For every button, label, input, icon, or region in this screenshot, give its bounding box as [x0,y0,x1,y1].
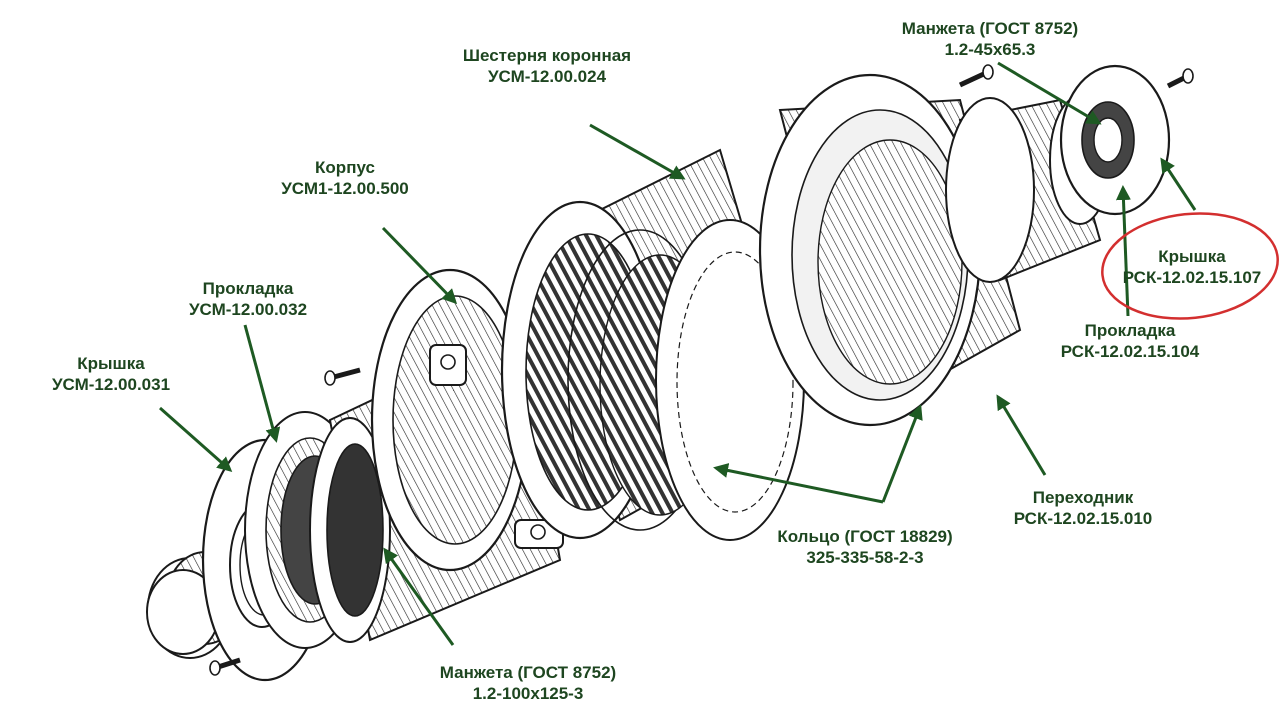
label-seal-bottom-code: 1.2-100х125-3 [472,684,584,703]
arrow-gasket-right [1115,185,1131,317]
arrow-crown-gear [589,123,686,180]
label-adapter: Переходник РСК-12.02.15.010 [998,487,1168,529]
label-adapter-name: Переходник [1032,488,1134,507]
leader-arrows [159,61,1197,646]
label-housing-name: Корпус [315,158,375,177]
label-housing: Корпус УСМ1-12.00.500 [260,157,430,199]
label-cover-left-code: УСМ-12.00.031 [51,375,171,394]
label-crown-gear-code: УСМ-12.00.024 [487,67,607,86]
adapter-part [758,73,1022,427]
label-ring-code: 325-335-58-2-3 [806,548,924,567]
label-crown-gear: Шестерня коронная УСМ-12.00.024 [452,45,642,87]
label-gasket-left: Прокладка УСМ-12.00.032 [168,278,328,320]
label-gasket-left-code: УСМ-12.00.032 [188,300,308,319]
label-seal-bottom-name: Манжета (ГОСТ 8752) [439,663,617,682]
arrow-seal-top [997,61,1102,125]
label-ring-name: Кольцо (ГОСТ 18829) [777,527,953,546]
label-cover-left-name: Крышка [77,354,145,373]
bolt-left [324,367,361,386]
label-gasket-right-name: Прокладка [1084,321,1176,340]
arrow-ring-2 [881,404,923,503]
bolt-top-right [1166,68,1194,89]
arrow-gasket-left [243,324,281,443]
arrow-adapter [996,394,1047,476]
label-cover-right: Крышка РСК-12.02.15.107 [1108,246,1276,288]
label-cover-left: Крышка УСМ-12.00.031 [36,353,186,395]
label-housing-code: УСМ1-12.00.500 [281,179,409,198]
label-crown-gear-name: Шестерня коронная [462,46,632,65]
arrow-seal-bottom [383,547,455,646]
label-seal-top-name: Манжета (ГОСТ 8752) [901,19,1079,38]
label-gasket-right-code: РСК-12.02.15.104 [1060,342,1200,361]
arrow-cover-right [1160,157,1197,211]
arrow-ring-1 [713,463,884,504]
label-ring: Кольцо (ГОСТ 18829) 325-335-58-2-3 [760,526,970,568]
right-cover-part [1059,64,1171,216]
arrow-cover-left [159,406,233,472]
label-gasket-left-name: Прокладка [202,279,294,298]
label-seal-top: Манжета (ГОСТ 8752) 1.2-45х65.3 [880,18,1100,60]
label-seal-top-code: 1.2-45х65.3 [944,40,1036,59]
label-seal-bottom: Манжета (ГОСТ 8752) 1.2-100х125-3 [418,662,638,704]
label-adapter-code: РСК-12.02.15.010 [1013,509,1153,528]
bolt-bottom [209,657,241,676]
arrow-housing [381,226,458,305]
crown-gear-part [500,148,805,541]
bolt-top [958,64,994,88]
label-cover-right-code: РСК-12.02.15.107 [1122,268,1262,287]
label-cover-right-name: Крышка [1158,247,1226,266]
label-gasket-right: Прокладка РСК-12.02.15.104 [1045,320,1215,362]
highlight-circle [1101,212,1279,320]
